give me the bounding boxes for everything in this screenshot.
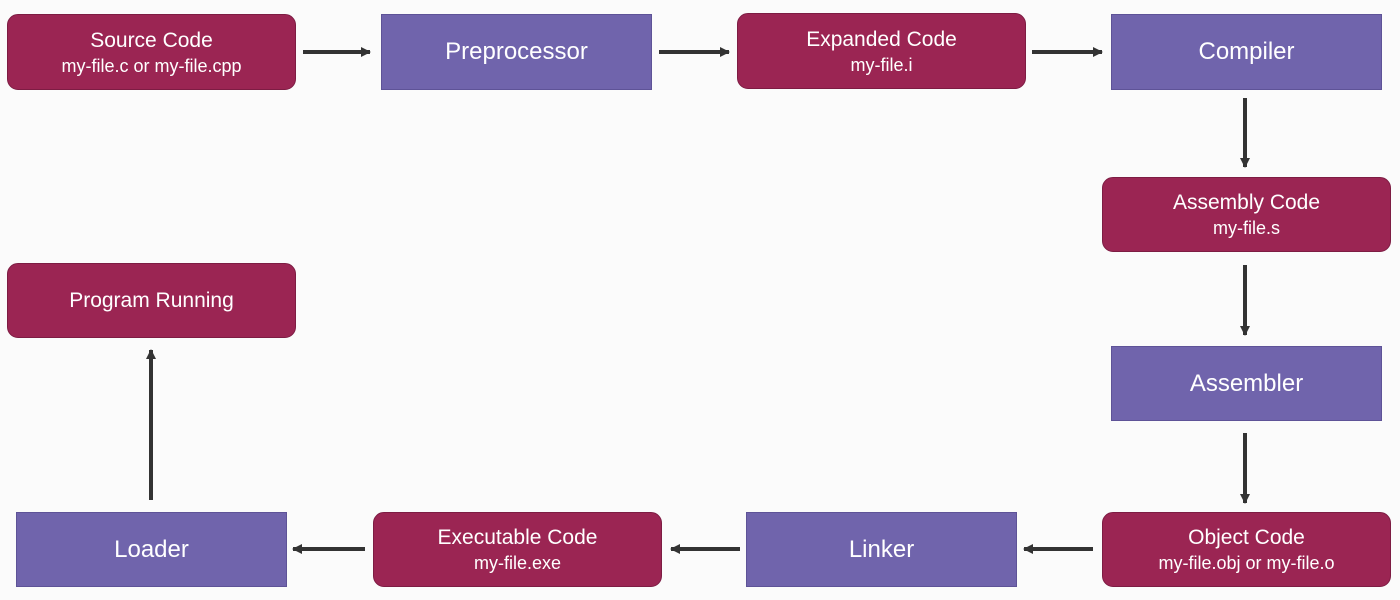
object-code-filename: my-file.obj or my-file.o (1158, 553, 1335, 573)
preprocessor-title: Preprocessor (445, 38, 588, 65)
compiler-box: Compiler (1111, 14, 1382, 90)
object-code-box: Object Code my-file.obj or my-file.o (1102, 512, 1391, 587)
assembler-title: Assembler (1189, 369, 1304, 397)
program-running-box: Program Running (7, 263, 296, 338)
source-code-title: Source Code (90, 28, 213, 52)
preprocessor-box: Preprocessor (381, 14, 652, 90)
loader-box: Loader (16, 512, 287, 587)
executable-code-box: Executable Code my-file.exe (373, 512, 662, 587)
expanded-code-title: Expanded Code (806, 27, 957, 51)
linker-box: Linker (746, 512, 1017, 587)
executable-code-filename: my-file.exe (473, 553, 562, 573)
linker-title: Linker (848, 535, 915, 563)
compiler-title: Compiler (1198, 38, 1295, 65)
assembly-code-title: Assembly Code (1172, 191, 1321, 214)
loader-title: Loader (114, 535, 189, 563)
source-code-filename: my-file.c or my-file.cpp (61, 55, 242, 76)
expanded-code-filename: my-file.i (850, 54, 913, 75)
object-code-title: Object Code (1188, 526, 1305, 549)
expanded-code-box: Expanded Code my-file.i (737, 13, 1026, 89)
source-code-box: Source Code my-file.c or my-file.cpp (7, 14, 296, 90)
assembly-code-filename: my-file.s (1213, 218, 1280, 238)
executable-code-title: Executable Code (437, 526, 598, 549)
assembly-code-box: Assembly Code my-file.s (1102, 177, 1391, 252)
program-running-title: Program Running (69, 289, 234, 312)
assembler-box: Assembler (1111, 346, 1382, 421)
